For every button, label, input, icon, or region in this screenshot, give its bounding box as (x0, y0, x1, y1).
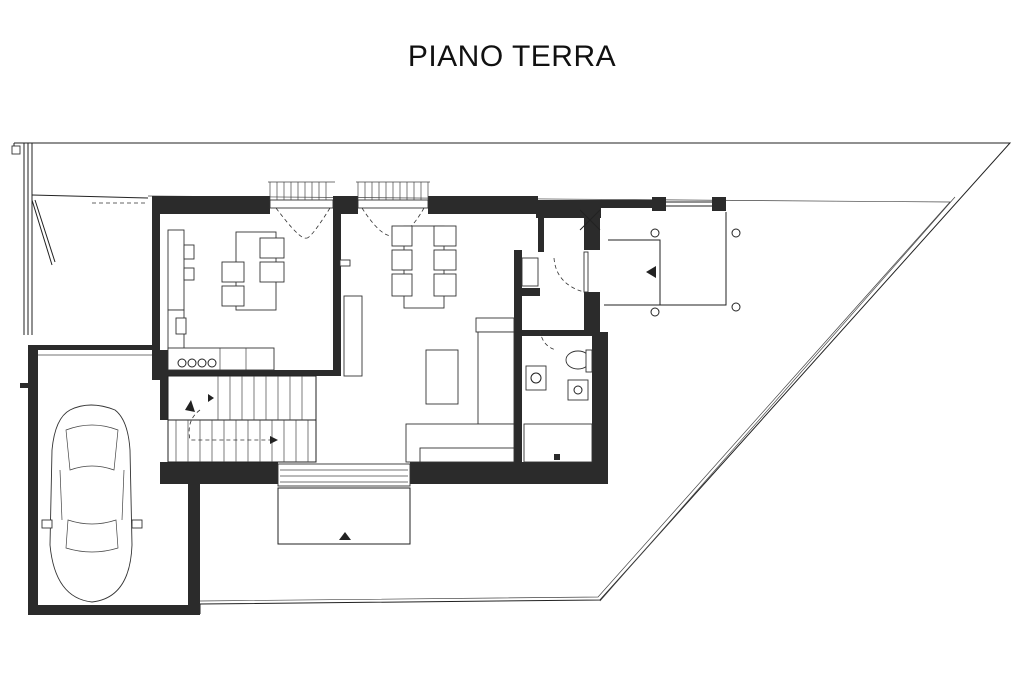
windows (268, 181, 430, 239)
stove-icon (177, 358, 217, 368)
bathroom (521, 251, 593, 463)
exterior-walls (152, 196, 608, 484)
entrance-steps (277, 463, 411, 545)
toilet-icon (565, 349, 593, 373)
pergola (579, 197, 741, 317)
kitchen (167, 229, 285, 371)
interior-walls (168, 210, 592, 462)
car-icon (41, 404, 143, 603)
entrance-gate (20, 143, 149, 388)
page-title: PIANO TERRA (407, 40, 617, 73)
living-room (339, 225, 515, 463)
garage (28, 345, 200, 615)
stairs (167, 375, 317, 463)
